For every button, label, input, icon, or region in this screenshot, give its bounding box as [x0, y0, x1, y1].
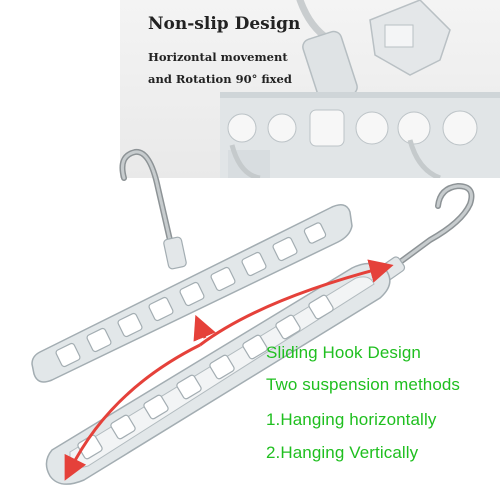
feature-suspension-methods: Two suspension methods: [266, 375, 461, 394]
inset-caption-line-1: Horizontal movement: [148, 50, 288, 64]
inset-caption-line-2: and Rotation 90° fixed: [148, 72, 292, 86]
feature-hanging-vertically: 2.Hanging Vertically: [266, 443, 419, 462]
inset-hanger-closeup: [220, 0, 500, 178]
feature-hanging-horizontally: 1.Hanging horizontally: [266, 410, 437, 429]
inset-closeup-photo: Non-slip Design Horizontal movement and …: [120, 0, 500, 178]
hanger-vertical: [45, 182, 475, 485]
feature-sliding-hook: Sliding Hook Design: [266, 343, 421, 362]
sliding-arrow: [64, 259, 394, 481]
inset-title: Non-slip Design: [148, 14, 301, 34]
hanger-horizontal: [31, 148, 353, 383]
